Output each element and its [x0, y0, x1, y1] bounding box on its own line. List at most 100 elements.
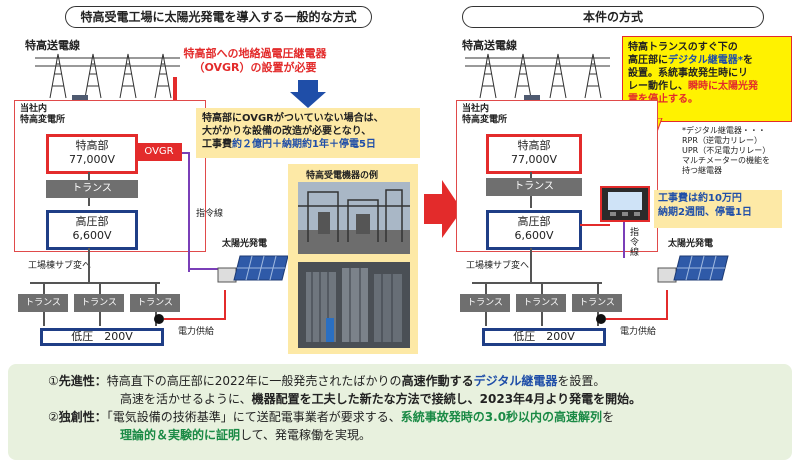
- low-voltage-box-right: 低圧 200V: [482, 328, 606, 346]
- summary-num1: ①: [48, 374, 59, 388]
- connector-line: [530, 248, 532, 282]
- cmd-char1: 指: [630, 228, 640, 238]
- warning-cost-label: 工事費: [202, 139, 232, 150]
- callout-l4a: レー動作し、: [628, 81, 688, 92]
- right-title: 本件の方式: [462, 6, 764, 28]
- connector-line: [597, 284, 599, 294]
- connector-line: [88, 198, 90, 206]
- hv-voltage: 77,000V: [68, 153, 115, 166]
- footnote-line5: 持つ継電器: [682, 166, 722, 175]
- right-line-label: 特高送電線: [462, 39, 517, 52]
- power-supply-label-right: 電力供給: [620, 327, 657, 337]
- bus-line: [472, 282, 602, 284]
- summary-r3b: 系統事故発時の3.0秒以内の高速解列: [400, 410, 603, 424]
- solar-label: 太陽光発電: [222, 239, 268, 249]
- blue-down-arrow-icon: [290, 80, 326, 108]
- callout-line2: 高圧部にデジタル継電器*を: [628, 54, 786, 67]
- sub-transformer-1: トランス: [18, 294, 68, 312]
- mv-section-box: 高圧部 6,600V: [46, 210, 138, 250]
- summary-r2b: 機器配置を工夫した新たな方法で接続し、2023年4月より発電を開始。: [251, 392, 642, 406]
- footnote: *デジタル継電器・・・ RPR（逆電力リレー） UPR（不足電力リレー） マルチ…: [682, 126, 770, 176]
- summary-r4a: 理論的＆実験的に証明: [120, 428, 241, 442]
- cost-line2: 納期2週間、停電1日: [658, 207, 752, 218]
- connector-line: [43, 284, 45, 294]
- callout-line1: 特高トランスのすぐ下の: [628, 42, 738, 53]
- connector-line: [541, 312, 543, 326]
- summary-r2a: 高速を活かせるように、: [120, 392, 252, 406]
- callout-line4: レー動作し、瞬時に太陽光発: [628, 80, 786, 93]
- hv-section-box-right: 特高部 77,000V: [486, 134, 582, 174]
- summary-panel: ①先進性：特高直下の高圧部に2022年に一般発売されたばかりの高速作動するデジタ…: [8, 364, 792, 460]
- transformer-box: トランス: [46, 180, 138, 198]
- cmd-char3: 線: [630, 248, 640, 258]
- footnote-line3: UPR（不足電力リレー）: [682, 146, 771, 155]
- summary-row2: 高速を活かせるように、機器配置を工夫した新たな方法で接続し、2023年4月より発…: [48, 390, 641, 408]
- sub-transformer-2: トランス: [74, 294, 124, 312]
- area-label-line1: 当社内: [20, 104, 48, 114]
- summary-r1b: 高速作動する: [401, 374, 474, 388]
- power-supply-label: 電力供給: [178, 327, 215, 337]
- transmission-towers-icon: [35, 53, 180, 99]
- sub-transformer-1: トランス: [460, 294, 510, 312]
- right-arrow-icon: [424, 180, 462, 238]
- equipment-example-label: 特高受電機器の例: [306, 171, 379, 181]
- mv-name: 高圧部: [75, 215, 109, 228]
- connector-line: [155, 284, 157, 294]
- mv-voltage: 6,600V: [72, 229, 112, 242]
- callout-l4b: 瞬時に太陽光発: [688, 81, 758, 92]
- transformer-box-right: トランス: [486, 178, 582, 196]
- sub-transformer-2: トランス: [516, 294, 566, 312]
- command-line-label-right: 指 令 線: [630, 228, 639, 258]
- solar-label-right: 太陽光発電: [668, 239, 714, 249]
- summary-row3: ②独創性：「電気設備の技術基準」にて送配電事業者が要求する、系統事故発時の3.0…: [48, 408, 641, 426]
- mv-voltage: 6,600V: [514, 229, 554, 242]
- ovgr-badge: OVGR: [136, 143, 182, 161]
- warning-box: 特高部にOVGRがついていない場合は、 大がかりな設備の改造が必要となり、 工事…: [196, 108, 420, 158]
- command-line: [182, 152, 190, 272]
- connector-line: [530, 196, 532, 208]
- ovgr-required-note: 特高部への地絡過電圧継電器 （OVGR）の設置が必要: [160, 47, 350, 75]
- power-line-v: [224, 290, 226, 320]
- summary-r3c: を: [602, 410, 615, 424]
- summary-row4: 理論的＆実験的に証明して、発電稼働を実現。: [48, 426, 641, 444]
- left-title: 特高受電工場に太陽光発電を導入する一般的な方式: [65, 6, 372, 28]
- callout-line5: 電を停止する。: [628, 94, 698, 105]
- area-label-line2: 特高変電所: [20, 115, 66, 125]
- callout-line3: 設置。系統事故発生時にリ: [628, 68, 748, 79]
- hv-voltage: 77,000V: [510, 153, 557, 166]
- summary-r1d: を設置。: [557, 374, 606, 388]
- hv-section-box: 特高部 77,000V: [46, 134, 138, 174]
- mv-name: 高圧部: [517, 215, 551, 228]
- substation-photo-1: [298, 182, 410, 254]
- factory-label-right: 工場棟サブ変へ: [466, 261, 530, 271]
- summary-head2: 独創性：: [58, 410, 107, 424]
- substation-area-label-right: 当社内 特高変電所: [462, 104, 507, 126]
- summary-r3a: 「電気設備の技術基準」にて送配電事業者が要求する、: [106, 410, 401, 424]
- cost-box: 工事費は約10万円 納期2週間、停電1日: [654, 190, 782, 228]
- sub-transformer-3: トランス: [572, 294, 622, 312]
- warning-line2: 大がかりな設備の改造が必要となり、: [202, 126, 372, 137]
- factory-label: 工場棟サブ変へ: [28, 261, 92, 271]
- area-label-line1: 当社内: [462, 104, 490, 114]
- connector-line: [485, 312, 487, 326]
- connector-line: [99, 312, 101, 326]
- connector-line: [99, 284, 101, 294]
- connector-line: [43, 312, 45, 326]
- summary-r1c: デジタル継電器: [473, 374, 558, 388]
- sub-transformer-3: トランス: [130, 294, 180, 312]
- power-line: [606, 318, 666, 320]
- warning-line3: 工事費約２億円＋納期約1年＋停電5日: [202, 138, 414, 151]
- command-line-h: [188, 268, 218, 270]
- summary-r1a: 特高直下の高圧部に2022年に一般発売されたばかりの: [106, 374, 402, 388]
- digital-relay-icon: [600, 186, 650, 222]
- footnote-line4: マルチメーターの機能を: [682, 156, 770, 165]
- footnote-line1: *デジタル継電器・・・: [682, 126, 766, 135]
- callout-l2b: デジタル継電器*: [668, 55, 744, 66]
- substation-area-label: 当社内 特高変電所: [20, 104, 65, 126]
- cost-text1: 工事費は約10万円: [658, 193, 742, 204]
- power-line: [164, 318, 224, 320]
- left-line-label: 特高送電線: [25, 39, 80, 52]
- area-label-line2: 特高変電所: [462, 115, 508, 125]
- junction-dot: [154, 314, 164, 324]
- relay-link: [580, 224, 610, 226]
